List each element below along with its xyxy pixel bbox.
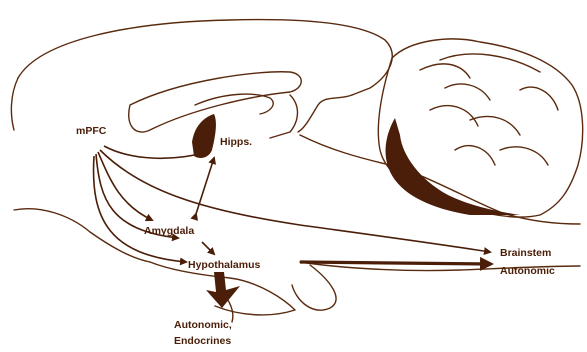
cerebellar-folia: [420, 54, 558, 165]
fornix: [195, 94, 273, 114]
label-hypothalamus: Hypothalamus: [188, 259, 261, 271]
cortex-outline: [18, 20, 392, 95]
hippocampus-shape: [192, 114, 216, 158]
label-mpfc: mPFC: [76, 125, 107, 137]
arrow-hypothalamus-to-brainstem: [300, 262, 490, 264]
forebrain-base-outline: [14, 209, 150, 262]
arrow-mpfc-to-amygdala-1: [98, 152, 152, 220]
brainstem-upper: [300, 135, 580, 224]
label-endocrines: Endocrines: [174, 335, 231, 347]
pons: [292, 265, 336, 310]
label-brainstem: Brainstem: [500, 247, 551, 259]
arrow-hypothalamus-to-endocrines: [206, 272, 240, 308]
cerebellum: [378, 39, 582, 217]
forebrain-front-outline: [11, 78, 18, 130]
label-hipps: Hipps.: [220, 136, 252, 148]
cerebellar-dark-region: [386, 118, 520, 215]
label-autonomic-bottom: Autonomic,: [174, 319, 232, 331]
arrow-mpfc-to-hipps: [104, 146, 208, 158]
brain-outline: [11, 20, 580, 322]
arrow-amygdala-to-hypothalamus: [202, 242, 214, 254]
colliculi: [298, 95, 352, 132]
label-amygdala: Amygdala: [144, 225, 194, 237]
label-autonomic-right: Autonomic: [500, 265, 555, 277]
midbrain-outline: [270, 95, 298, 138]
